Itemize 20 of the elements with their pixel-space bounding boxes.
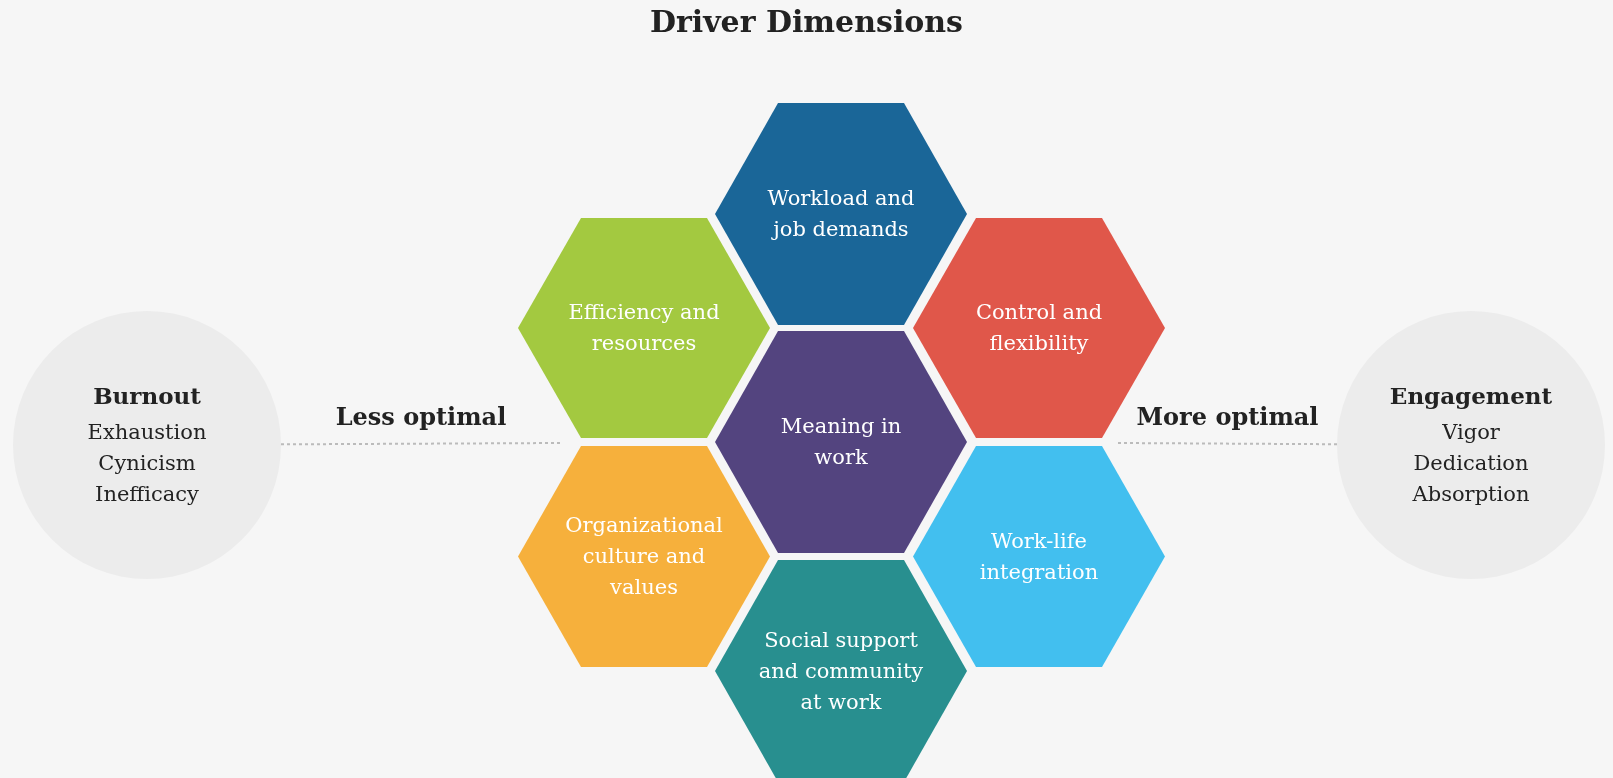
circle-item: Vigor xyxy=(1442,419,1500,446)
dotted-line xyxy=(280,442,562,446)
edge-label: More optimal xyxy=(1136,402,1319,431)
hexagon-label: Efficiency and resources xyxy=(567,299,721,357)
circle-item: Inefficacy xyxy=(95,481,199,508)
circle-heading: Burnout xyxy=(93,381,201,411)
circle-item: Absorption xyxy=(1412,481,1530,508)
hexagon-label: Organizational culture and values xyxy=(564,512,724,601)
dotted-line xyxy=(1117,442,1338,446)
circle-item: Dedication xyxy=(1413,450,1529,477)
circle-item: Exhaustion xyxy=(87,419,207,446)
hexagon-label: Meaning in work xyxy=(779,413,903,471)
edge-label: Less optimal xyxy=(335,402,507,431)
diagram-title: Driver Dimensions xyxy=(648,4,964,39)
hexagon-label: Workload and job demands xyxy=(766,185,916,243)
hexagon-label: Control and flexibility xyxy=(974,299,1104,357)
circle-heading: Engagement xyxy=(1389,381,1553,411)
circle-item: Cynicism xyxy=(98,450,196,477)
hexagon-label: Social support and community at work xyxy=(757,626,925,716)
hexagon-label: Work-life integration xyxy=(978,527,1100,586)
